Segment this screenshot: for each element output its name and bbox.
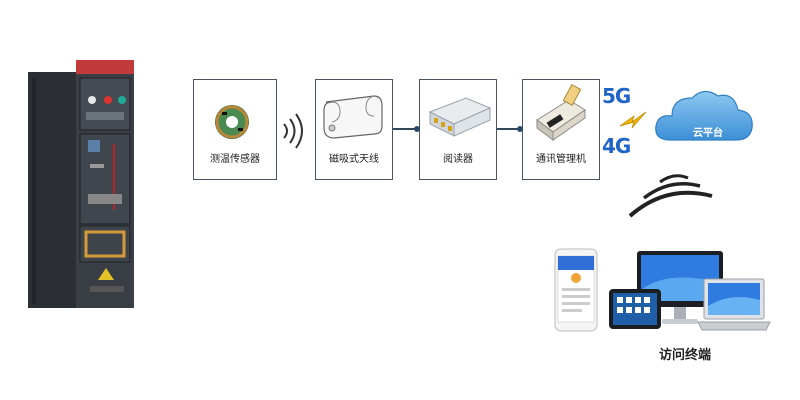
reader-device-icon [428,97,492,137]
temperature-sensor-node[interactable]: 测温传感器 [193,79,277,180]
connector-dot [517,126,523,132]
reader-label: 阅读器 [443,154,473,165]
connector-dot [414,126,420,132]
communication-gateway-node[interactable]: 通讯管理机 [522,79,600,180]
cloud-platform-icon[interactable] [652,84,756,150]
connector-reader-gateway [497,128,522,130]
magnetic-antenna-icon [323,95,383,139]
temperature-sensor-label: 测温传感器 [210,154,260,165]
temperature-sensor-icon [215,105,249,139]
laptop-icon[interactable] [696,278,772,334]
smartphone-icon[interactable] [554,248,598,332]
communication-gateway-label: 通讯管理机 [536,154,586,165]
connector-antenna-reader [393,128,419,130]
switchgear-cabinet-image [28,60,134,308]
magnetic-antenna-label: 磁吸式天线 [329,154,379,165]
network-4g-badge: 4G [602,134,631,158]
wireless-signal-icon [283,113,303,149]
cloud-platform-label: 云平台 [693,128,723,139]
access-terminals-label: 访问终端 [658,348,711,363]
network-5g-badge: 5G [602,84,631,108]
tablet-icon[interactable] [608,288,662,330]
magnetic-antenna-node[interactable]: 磁吸式天线 [315,79,393,180]
lightning-bolt-icon [619,111,647,129]
reader-node[interactable]: 阅读器 [419,79,497,180]
communication-gateway-icon [536,84,586,141]
broadcast-signal-icon [628,174,713,218]
